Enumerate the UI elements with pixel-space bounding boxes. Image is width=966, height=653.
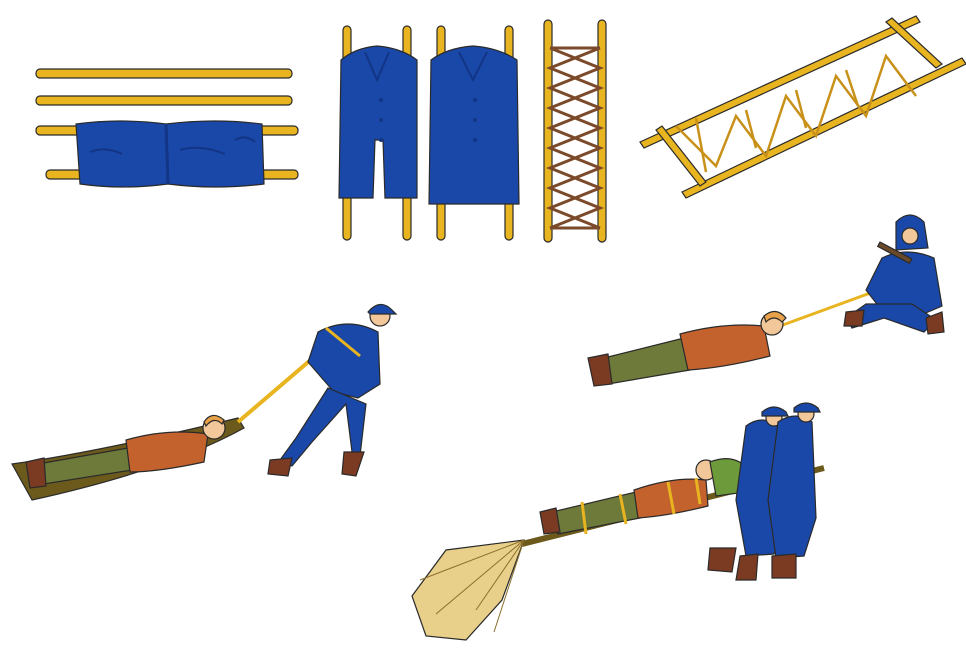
coat-right — [429, 46, 519, 204]
coat-stretcher — [335, 20, 525, 245]
pole-and-jacket-stretcher — [30, 62, 305, 192]
rescuer-boots — [268, 452, 364, 476]
carrying-on-pole-with-brush — [406, 400, 828, 645]
rescuer-cap — [368, 304, 396, 314]
carrier-back-cap — [762, 407, 788, 416]
coat-left — [339, 46, 417, 198]
frame-pole — [682, 58, 966, 198]
jacket-right — [166, 121, 264, 187]
loose-pole — [36, 69, 292, 78]
casualty-boots — [540, 508, 560, 534]
loose-pole — [36, 96, 292, 105]
casualty-shirt — [126, 432, 208, 472]
criss-cross-rope — [550, 48, 600, 228]
soldier-face — [902, 228, 918, 244]
casualty-boots — [588, 354, 612, 386]
dragging-with-strap — [8, 292, 398, 507]
casualty-trousers — [604, 338, 690, 384]
carrier-front-cap — [794, 403, 820, 412]
casualty-boots — [26, 458, 46, 488]
dragging-while-crawling — [584, 208, 946, 393]
improvised-frame-stretcher — [636, 6, 966, 201]
casualty-shirt — [680, 325, 770, 370]
rescuer-body — [308, 324, 380, 398]
brush-bundle — [412, 540, 524, 640]
